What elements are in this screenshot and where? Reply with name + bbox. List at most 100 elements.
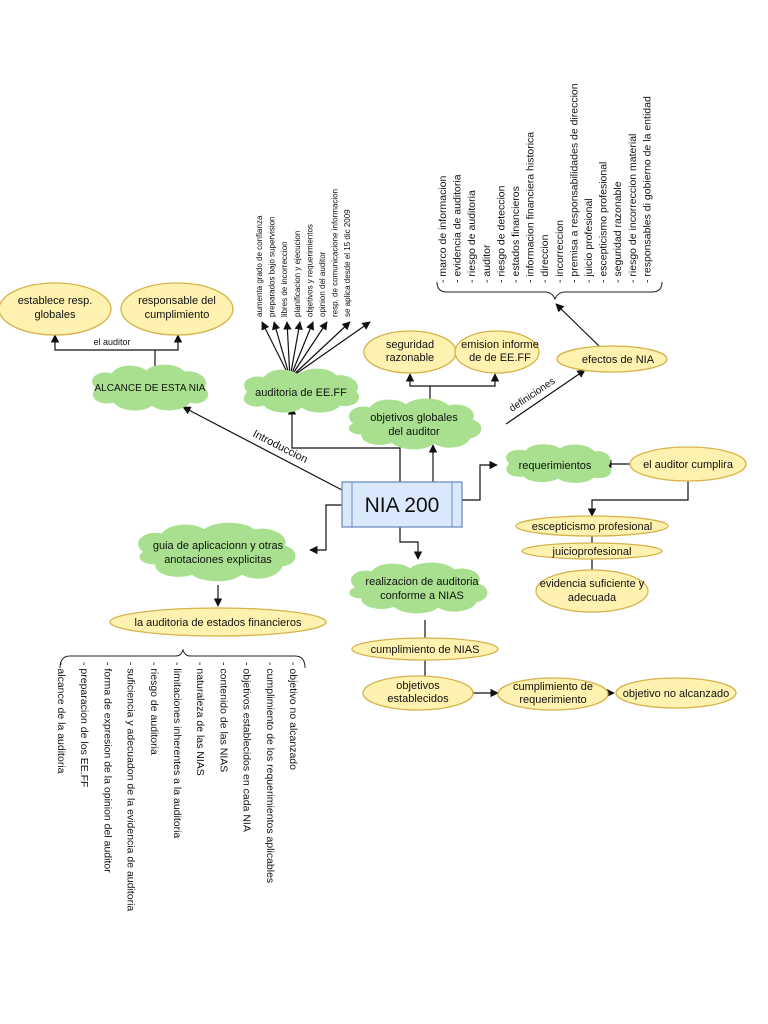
node-objetivos-est-line1: objetivos [396, 680, 440, 692]
edge-fan-6 [289, 321, 328, 379]
node-guia[interactable]: guia de aplicacionn y otras anotaciones … [138, 522, 296, 582]
node-establece[interactable]: establece resp. globales [0, 282, 112, 336]
efectos-brace [436, 281, 663, 301]
efectos-items-item: - estados financieros [510, 186, 522, 283]
auditoria-items-item: preparados bajo supervision [268, 216, 277, 317]
edge-label-definiciones: definiciones [508, 376, 558, 415]
efectos-items-list: - marco de informacion- evidencia de aud… [437, 83, 653, 283]
efectos-items-item: - evidencia de auditoria [452, 174, 464, 283]
node-cumpl-req-line2: requerimiento [519, 694, 586, 706]
node-responsable[interactable]: responsable del cumplimiento [120, 282, 234, 336]
efectos-items-item: - incorreccion [554, 220, 566, 283]
efectos-items-item: - informacion financiera historica [525, 132, 537, 283]
auditoria-items-list: aumenta grado de confianza preparados baj… [255, 189, 352, 317]
edge-objetivos-emision [430, 373, 500, 387]
auditoria-items-item: aumenta grado de confianza [255, 215, 264, 317]
auditoria-items-item: se aplica desde el 15 dic 2009 [343, 209, 352, 317]
node-evidencia-line2: adecuada [568, 592, 617, 604]
node-requerimientos[interactable]: requerimientos [506, 444, 612, 483]
node-cumplimiento-nias-label: cumplimiento de NIAS [371, 644, 480, 656]
node-establece-line2: globales [35, 309, 76, 321]
edge-fan-1 [261, 321, 291, 379]
auditoria-ef-items-item: - cumplimiento de los requerimientos apl… [264, 662, 276, 883]
node-auditor-cumplira-label: el auditor cumplira [643, 459, 734, 471]
auditoria-items-item: opinion del auditor [318, 251, 327, 317]
node-objetivos-line2: del auditor [388, 426, 440, 438]
node-escepticismo[interactable]: escepticismo profesional [515, 515, 669, 537]
node-juicio[interactable]: juicioprofesional [521, 542, 663, 560]
node-escepticismo-label: escepticismo profesional [532, 521, 652, 533]
node-objetivo-no-label: objetivo no alcanzado [623, 688, 729, 700]
node-emision[interactable]: emision informe de de EE.FF [454, 330, 540, 374]
auditoria-ef-items-item: - limitaciones inherentes a la auditoria [171, 662, 183, 838]
efectos-items-item: - riesgo de incorreccion material [627, 134, 639, 283]
auditoria-ef-items-item: - naturaleza de las NIAS [194, 662, 206, 776]
auditoria-ef-items-item: - riesgo de auditoria [148, 662, 160, 755]
node-alcance-label: ALCANCE DE ESTA NIA [95, 383, 206, 394]
node-emision-line2: de de EE.FF [469, 352, 531, 364]
edge-center-guia [309, 504, 342, 555]
auditoria-ef-brace [59, 648, 306, 669]
edge-fan-4 [289, 321, 303, 379]
node-requerimientos-label: requerimientos [519, 460, 592, 472]
node-seguridad-line1: seguridad [386, 339, 434, 351]
efectos-items-item: - riesgo de deteccion [495, 185, 507, 283]
efectos-items-item: - juicio profesional [583, 198, 595, 283]
edge-center-alcance [182, 406, 343, 491]
auditoria-items-item: objetivos y requerimientos [305, 224, 314, 317]
node-evidencia[interactable]: evidencia suficiente y adecuada [535, 569, 649, 613]
edge-label-el-auditor: el auditor [93, 337, 130, 347]
node-seguridad[interactable]: seguridad razonable [363, 330, 457, 374]
edges [50, 303, 689, 698]
edge-fan-7 [289, 321, 351, 379]
node-efectos-label: efectos de NIA [582, 354, 655, 366]
node-alcance[interactable]: ALCANCE DE ESTA NIA [92, 364, 209, 411]
node-auditoria-eeff[interactable]: auditoria de EE.FF [243, 368, 360, 413]
node-efectos[interactable]: efectos de NIA [556, 345, 668, 373]
efectos-items-item: - escepticismo profesional [598, 162, 610, 283]
node-responsable-line1: responsable del [138, 295, 216, 307]
efectos-items-item: - seguridad razonable [612, 181, 624, 283]
efectos-items-item: - responsables di gobierno de la entidad [641, 96, 653, 283]
node-cumpl-req-line1: cumplimiento de [513, 681, 593, 693]
node-realizacion-line1: realizacion de auditoria [365, 576, 479, 588]
node-objetivo-no-alcanzado[interactable]: objetivo no alcanzado [615, 677, 737, 709]
edge-fan-3 [283, 321, 292, 379]
edge-cumplira-escepticismo [587, 481, 689, 517]
center-label: NIA 200 [365, 494, 440, 517]
node-objetivos-globales[interactable]: objetivos globales del auditor [348, 398, 482, 450]
edge-objetivos-efectos [505, 369, 586, 425]
node-la-auditoria[interactable]: la auditoria de estados financieros [109, 607, 327, 637]
auditoria-ef-items-item: - objetivos establecidos en cada NIA [241, 662, 253, 832]
edge-center-realizacion [399, 527, 423, 560]
auditoria-ef-items-item: - objetivo no alcanzado [287, 662, 299, 770]
edge-fan-5 [289, 321, 315, 379]
efectos-items-item: - auditor [481, 244, 493, 283]
edge-alcance-establece [50, 334, 156, 375]
node-responsable-line2: cumplimiento [145, 309, 210, 321]
node-la-auditoria-label: la auditoria de estados financieros [135, 617, 302, 629]
auditoria-ef-items-item: - suficiencia y adecuadon de la evidenci… [125, 662, 137, 911]
node-cumplimiento-nias[interactable]: cumplimiento de NIAS [351, 637, 499, 661]
node-establece-line1: establece resp. [18, 295, 93, 307]
auditoria-items-item: planificacion y ejecucion [293, 231, 302, 317]
node-cumplimiento-requerimiento[interactable]: cumplimiento de requerimiento [497, 677, 609, 711]
node-seguridad-line2: razonable [386, 352, 434, 364]
node-juicio-label: juicioprofesional [552, 546, 632, 558]
node-center-nia-200[interactable]: NIA 200 [341, 481, 463, 528]
efectos-items-item: - riesgo de auditoria [466, 190, 478, 283]
node-evidencia-line1: evidencia suficiente y [540, 578, 645, 590]
node-emision-line1: emision informe [461, 339, 539, 351]
edge-fan-2 [272, 321, 291, 379]
node-realizacion[interactable]: realizacion de auditoria conforme a NIAS [349, 562, 488, 614]
node-auditor-cumplira[interactable]: el auditor cumplira [629, 446, 747, 482]
node-objetivos-establecidos[interactable]: objetivos establecidos [362, 675, 474, 711]
node-objetivos-est-line2: establecidos [387, 693, 449, 705]
node-realizacion-line2: conforme a NIAS [380, 590, 464, 602]
auditoria-ef-items-item: - alcance de la auditoria [55, 662, 67, 774]
edge-alcance-responsable [155, 334, 183, 351]
efectos-items-item: - marco de informacion [437, 175, 449, 283]
auditoria-items-item: resp. de comunicacione informacion [331, 189, 340, 317]
node-objetivos-line1: objetivos globales [370, 412, 458, 424]
